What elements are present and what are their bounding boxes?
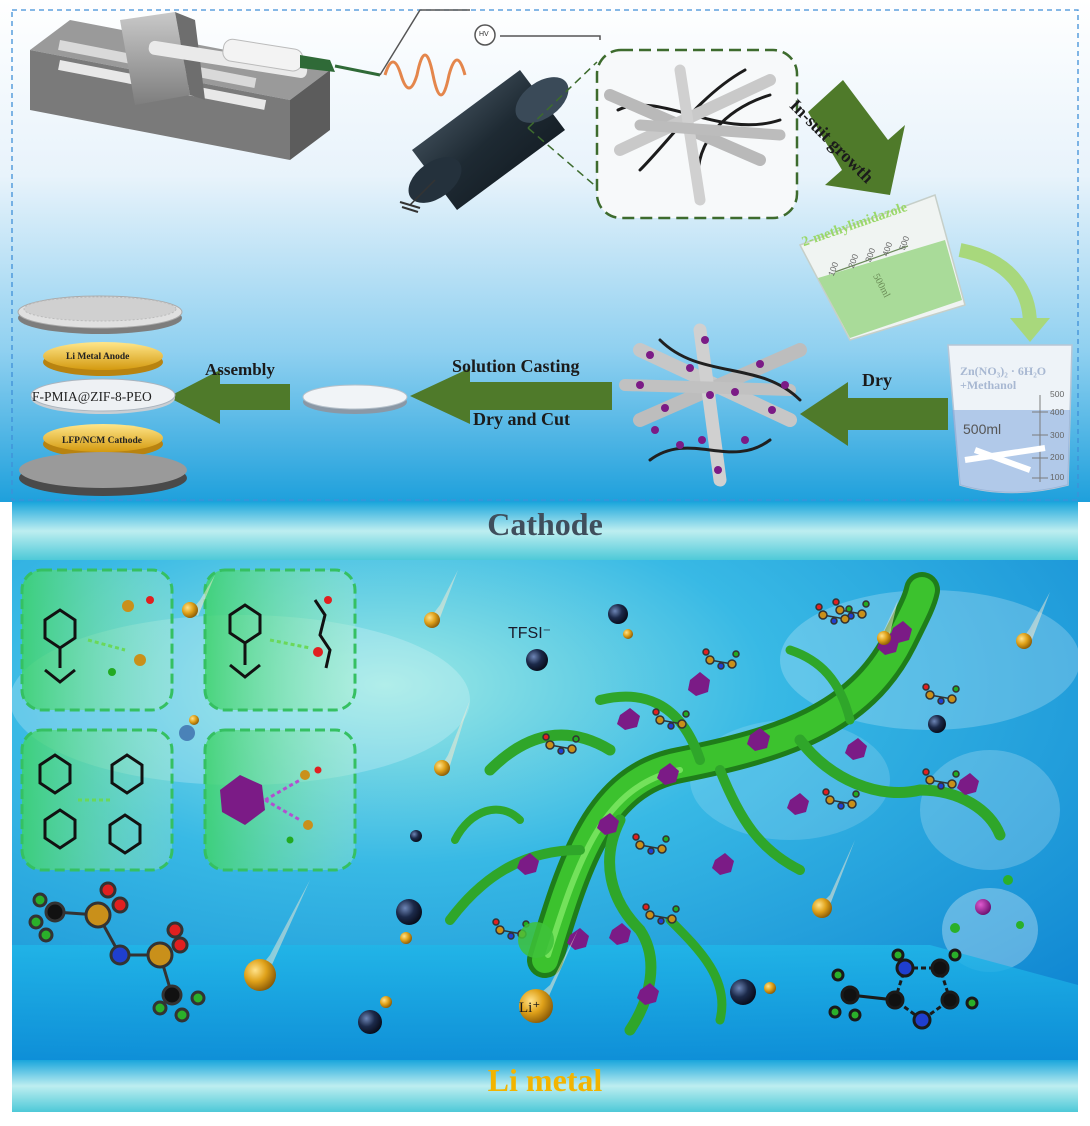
fiber-network-icon (604, 64, 786, 206)
li-metal-band (12, 1060, 1078, 1112)
beaker-2-methylimidazole-icon (798, 194, 966, 341)
tfsi-label: TFSI⁻ (508, 625, 552, 642)
zoom-line-top (527, 61, 598, 129)
solution-casting-label: Solution Casting (452, 356, 580, 376)
interaction-panel-2 (203, 568, 357, 712)
pour-arrow-head (1010, 318, 1050, 342)
beaker-large-tick: 300 (1050, 430, 1065, 440)
arrow-dry (800, 382, 948, 446)
beaker-large-tick: 400 (1050, 407, 1065, 417)
beaker-large-tick: 200 (1050, 452, 1065, 462)
collector-drum-icon (399, 70, 569, 213)
tfsi-molecules (492, 598, 960, 940)
methanol-label: +Methanol (960, 378, 1017, 392)
methylimidazole-molecule (828, 948, 979, 1030)
zif-crystals (636, 336, 789, 474)
beaker-large-tick: 500 (1050, 389, 1065, 399)
interaction-panel-4 (203, 728, 357, 872)
syringe-pump-icon (30, 12, 335, 160)
fiber-jet-wave (383, 53, 467, 97)
li-ion-label: Li⁺ (519, 1000, 541, 1016)
top-panel-dashed-frame (11, 9, 1079, 501)
dry-label: Dry (862, 370, 892, 390)
glow-bubble (942, 888, 1038, 972)
battery-stack-icon (17, 295, 187, 496)
interaction-panel-3 (20, 728, 174, 872)
li-ions (182, 570, 1050, 1023)
glow-right-low (920, 750, 1060, 870)
dry-and-cut-label: Dry and Cut (473, 409, 571, 429)
arrow-assembly (168, 370, 290, 424)
arrow-solution-casting (410, 368, 612, 424)
cathode-label: Cathode (487, 506, 603, 542)
zn-salt-label: Zn(NO₃)₂ · 6H₂O (960, 364, 1047, 378)
pour-arrow-curve (958, 243, 1037, 326)
tfsi-molecule-large (28, 881, 206, 1023)
misc-particles (518, 875, 1024, 958)
beaker-large-volume-label: 500ml (963, 421, 1002, 437)
arrow-in-suit-growth (808, 80, 905, 195)
li-metal-label: Li metal (487, 1062, 603, 1098)
hv-label: HV (479, 31, 489, 38)
zif-crystals-on-fiber (517, 621, 979, 1005)
beaker-zn-methanol-icon (947, 344, 1073, 494)
hv-circuit (379, 9, 601, 76)
beaker-large-tick: 100 (1050, 472, 1065, 482)
anode-layer-label: Li Metal Anode (66, 352, 130, 362)
electrolyte-membrane-disc (302, 384, 408, 414)
interaction-panel-1 (20, 568, 174, 712)
assembly-label: Assembly (205, 360, 275, 379)
anions (179, 604, 946, 1034)
cathode-layer-label: LFP/NCM Cathode (62, 436, 142, 446)
cathode-band (12, 502, 1078, 560)
zoom-line-bottom (527, 127, 601, 191)
electrolyte-film-label: F-PMIA@ZIF-8-PEO (32, 389, 152, 404)
spinneret-needle (334, 64, 381, 77)
